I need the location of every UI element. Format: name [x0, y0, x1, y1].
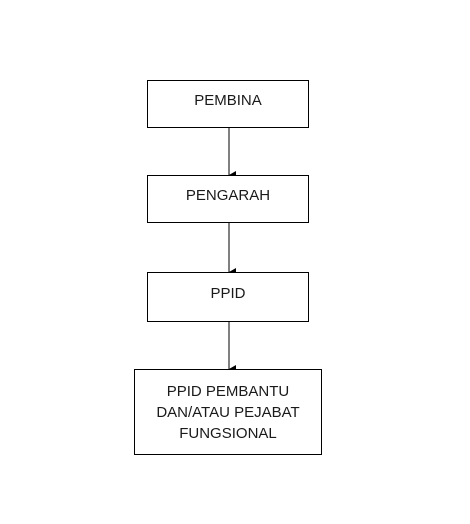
node-pengarah: PENGARAH: [147, 175, 309, 223]
node-ppid-pembantu: PPID PEMBANTU DAN/ATAU PEJABAT FUNGSIONA…: [134, 369, 322, 455]
node-pembina: PEMBINA: [147, 80, 309, 128]
node-label-ppid-pembantu: PPID PEMBANTU DAN/ATAU PEJABAT FUNGSIONA…: [156, 382, 300, 442]
node-label-pengarah: PENGARAH: [185, 187, 271, 204]
node-label-ppid: PPID: [210, 285, 246, 302]
node-ppid: PPID: [147, 272, 309, 322]
node-label-pembina: PEMBINA: [194, 92, 262, 109]
